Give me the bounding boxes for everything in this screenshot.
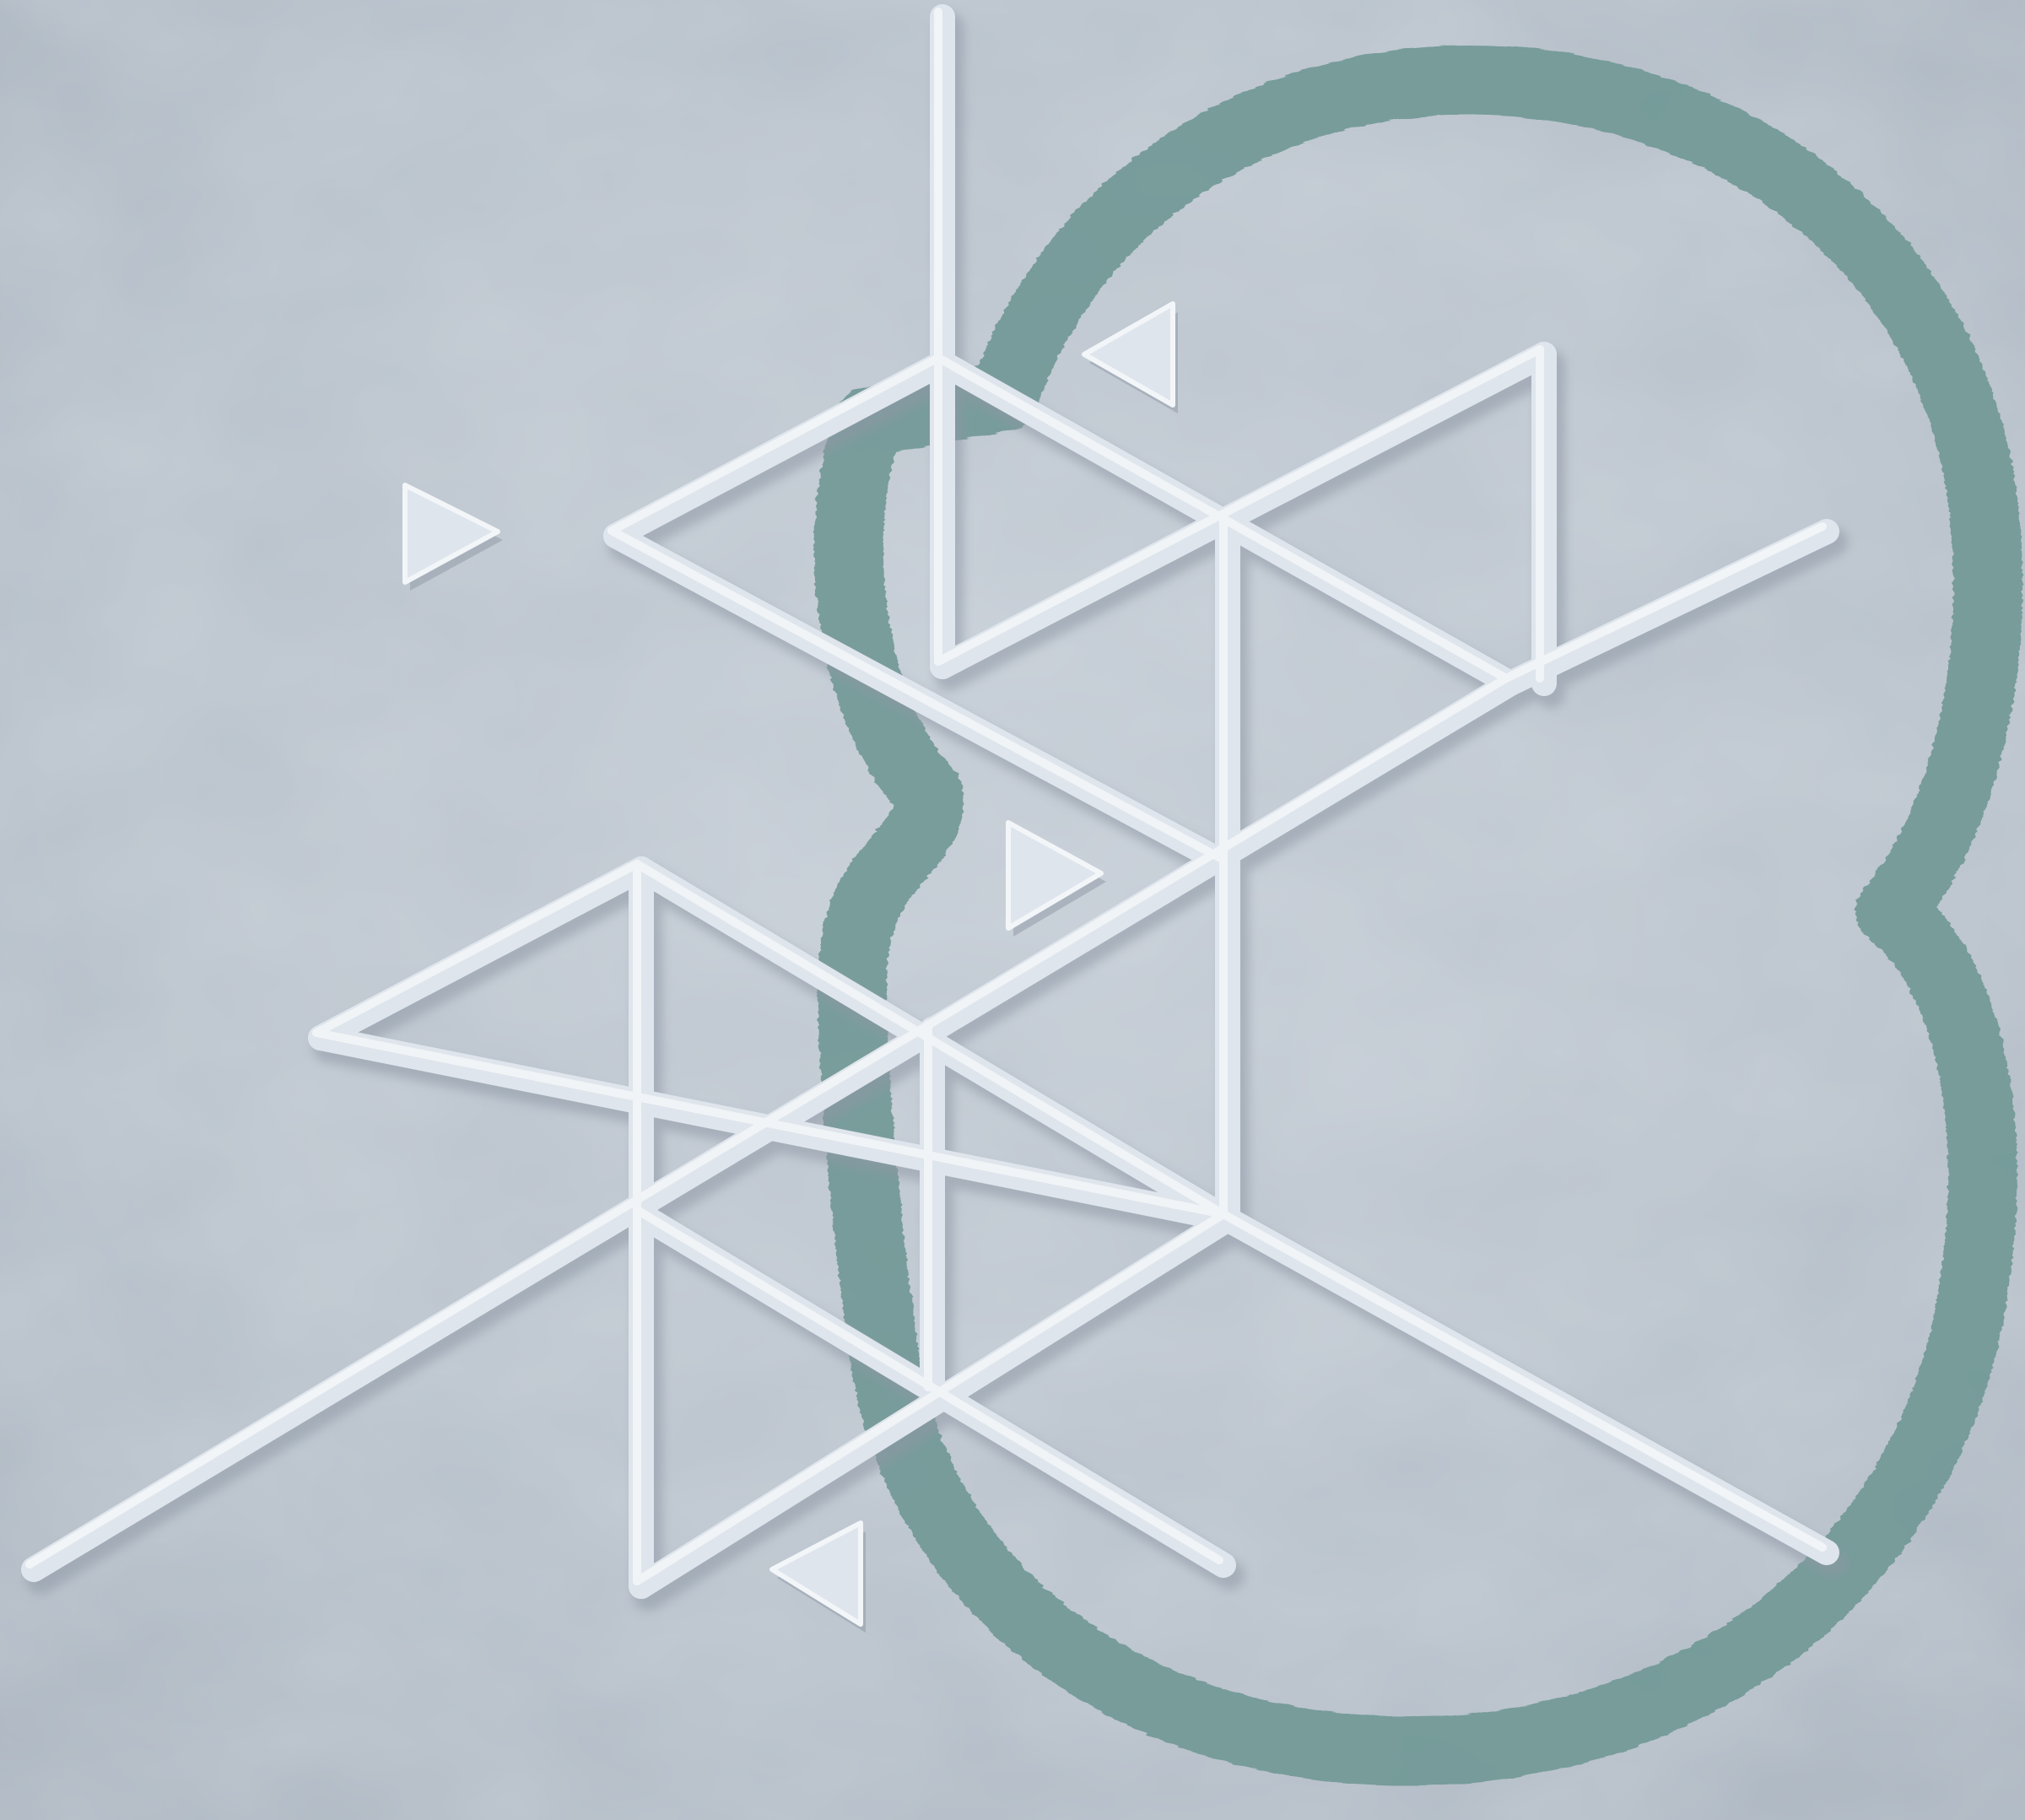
- embossed-artwork: [0, 0, 2025, 1820]
